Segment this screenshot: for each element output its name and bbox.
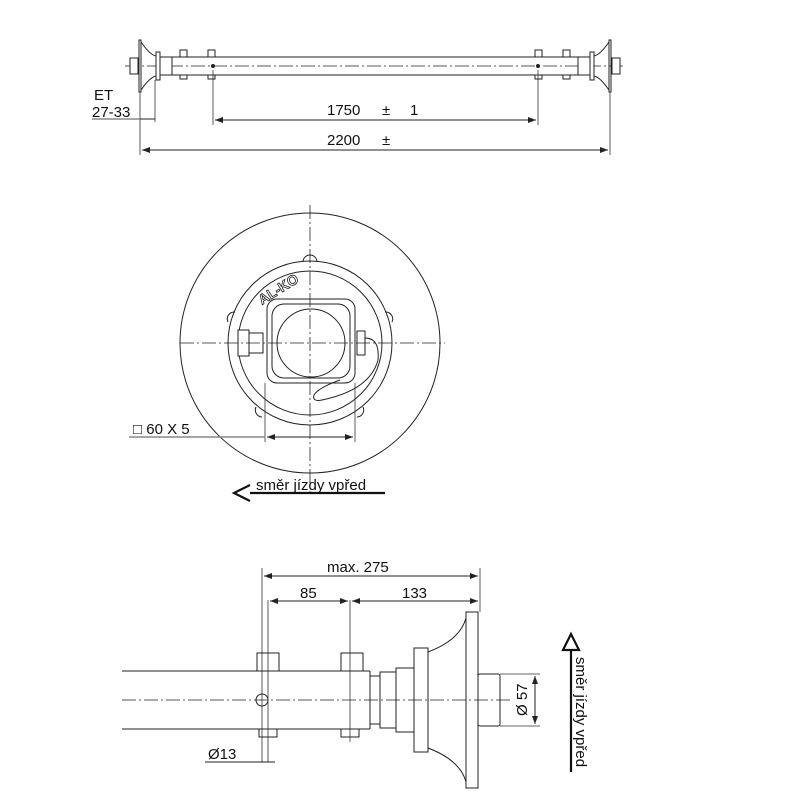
direction-label-side: směr jízdy vpřed (256, 477, 366, 494)
dim-2200-pm: ± (382, 132, 390, 149)
top-view-axle (125, 39, 625, 93)
top-view-dimensions (92, 70, 611, 155)
direction-arrow-left (231, 484, 385, 502)
et-range: 27-33 (92, 104, 130, 121)
dim-2200: 2200 (327, 132, 360, 149)
detail-view-dimensions (205, 568, 540, 763)
dim-1750: 1750 (327, 102, 360, 119)
dim-1750-tol: 1 (410, 102, 418, 119)
side-view-dimensions (129, 383, 356, 442)
direction-arrow-up (561, 631, 581, 772)
dim-133: 133 (402, 585, 427, 602)
dim-max-275: max. 275 (327, 559, 389, 576)
dim-1750-pm: ± (382, 102, 390, 119)
dim-d13: Ø13 (208, 746, 236, 763)
square-profile-label: □ 60 X 5 (133, 421, 190, 438)
et-label: ET (94, 87, 113, 104)
dim-85: 85 (300, 585, 317, 602)
dim-d57: Ø 57 (514, 683, 531, 716)
direction-label-detail: směr jízdy vpřed (572, 657, 589, 767)
